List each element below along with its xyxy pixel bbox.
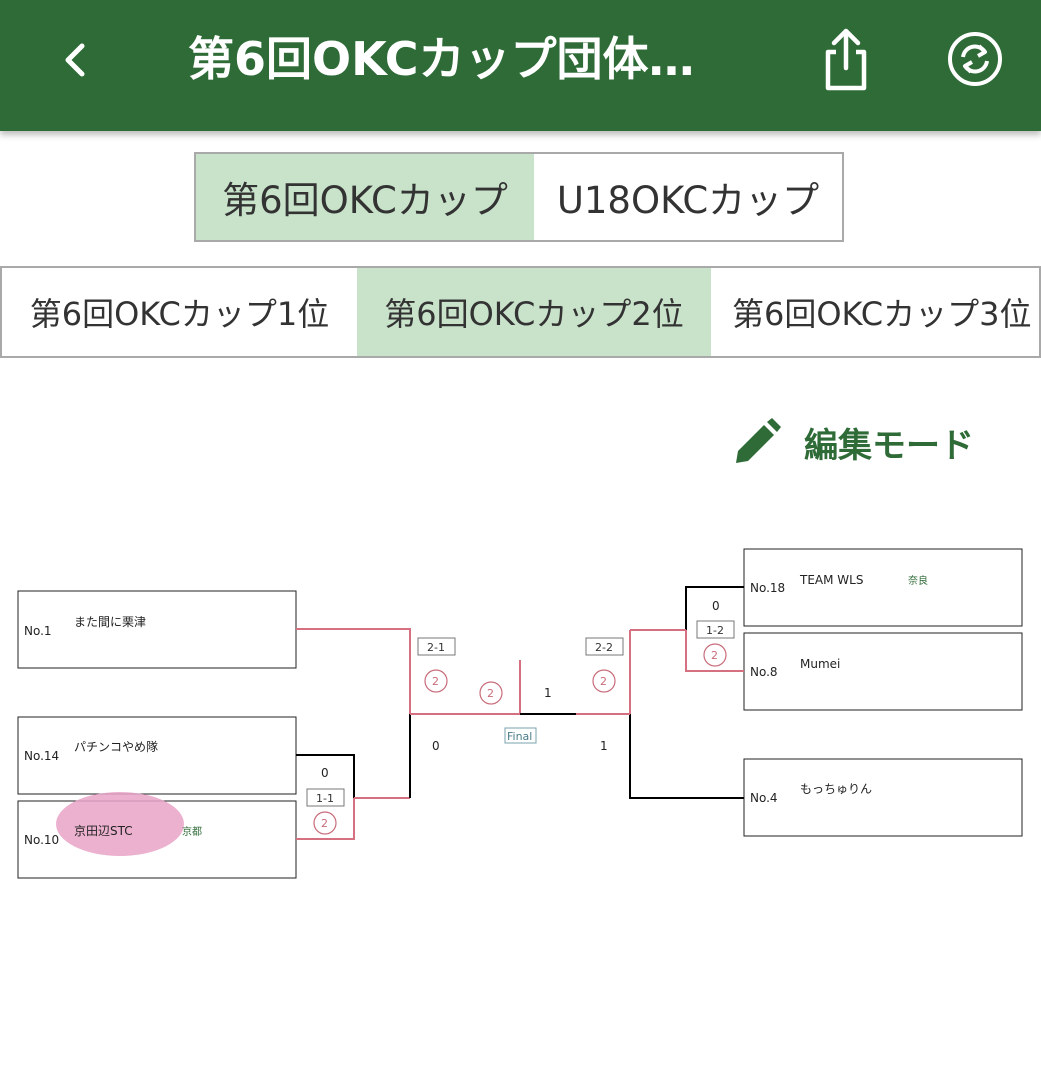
pencil-icon: [736, 418, 781, 463]
match-2-1[interactable]: 2-1 2 0: [417, 637, 456, 753]
final-label: Final: [507, 730, 532, 743]
match-round: 1-1: [316, 792, 334, 805]
sync-icon[interactable]: [946, 30, 1004, 88]
match-final[interactable]: 2 1 Final: [479, 681, 552, 744]
team-name: もっちゅりん: [800, 782, 872, 796]
team-name: TEAM WLS: [799, 573, 863, 587]
match-circle-number: 2: [600, 675, 607, 688]
match-circle-number: 2: [321, 817, 328, 830]
edit-mode-label: 編集モード: [804, 425, 974, 466]
team-name: 京田辺STC: [74, 824, 133, 838]
match-round: 1-2: [706, 624, 724, 637]
match-1-2[interactable]: 0 1-2 2: [696, 599, 735, 667]
team-box[interactable]: No.10 京田辺STC 京都: [17, 792, 297, 879]
match-score: 0: [321, 766, 329, 780]
team-name: Mumei: [800, 657, 840, 671]
match-round: 2-2: [595, 641, 613, 654]
tab-group-3[interactable]: 第6回OKCカップ3位: [732, 295, 1032, 333]
tab-group-1[interactable]: 第6回OKCカップ1位: [29, 295, 330, 333]
team-seed: No.10: [24, 833, 59, 847]
match-circle-number: 2: [432, 675, 439, 688]
match-round: 2-1: [427, 641, 445, 654]
team-box[interactable]: No.4 もっちゅりん: [743, 758, 1023, 837]
team-region: 奈良: [908, 574, 928, 587]
match-circle-number: 2: [711, 649, 718, 662]
bracket-lines-right: [520, 586, 744, 799]
match-score: 1: [600, 739, 608, 753]
match-circle-number: 2: [487, 687, 494, 700]
team-seed: No.18: [750, 581, 785, 595]
match-score: 0: [712, 599, 720, 613]
team-seed: No.1: [24, 624, 52, 638]
tab-u18-okc-cup[interactable]: U18OKCカップ: [556, 179, 820, 222]
match-2-2[interactable]: 2-2 2 1: [585, 637, 624, 753]
team-region: 京都: [182, 825, 202, 838]
team-name: また間に栗津: [74, 615, 146, 629]
share-icon[interactable]: [820, 26, 872, 92]
group-tabs: 第6回OKCカップ1位 第6回OKCカップ2位 第6回OKCカップ3位: [0, 266, 1041, 358]
tab-okc-cup[interactable]: 第6回OKCカップ: [196, 154, 534, 240]
team-box[interactable]: No.8 Mumei: [743, 632, 1023, 711]
match-score: 0: [432, 739, 440, 753]
team-name: パチンコやめ隊: [74, 739, 158, 754]
app-header: 第6回OKCカップ団体…: [0, 0, 1041, 131]
back-chevron-icon[interactable]: [56, 36, 92, 84]
tab-group-2[interactable]: 第6回OKCカップ2位: [357, 268, 711, 356]
match-1-1[interactable]: 0 1-1 2: [306, 766, 345, 835]
team-box[interactable]: No.14 パチンコやめ隊: [17, 716, 297, 795]
page-title: 第6回OKCカップ団体…: [188, 32, 695, 86]
team-seed: No.4: [750, 791, 778, 805]
bracket-lines-left: [296, 628, 521, 840]
team-seed: No.8: [750, 665, 778, 679]
team-box[interactable]: No.1 また間に栗津: [17, 590, 297, 669]
redaction-mark: [56, 792, 184, 856]
tournament-tabs: 第6回OKCカップ U18OKCカップ: [194, 152, 844, 242]
edit-mode-button[interactable]: 編集モード: [732, 414, 974, 470]
match-score: 1: [544, 686, 552, 700]
team-seed: No.14: [24, 749, 59, 763]
tournament-bracket: No.1 また間に栗津 No.14 パチンコやめ隊 No.10 京田辺STC 京…: [17, 548, 1023, 879]
team-box[interactable]: No.18 TEAM WLS 奈良: [743, 548, 1023, 627]
